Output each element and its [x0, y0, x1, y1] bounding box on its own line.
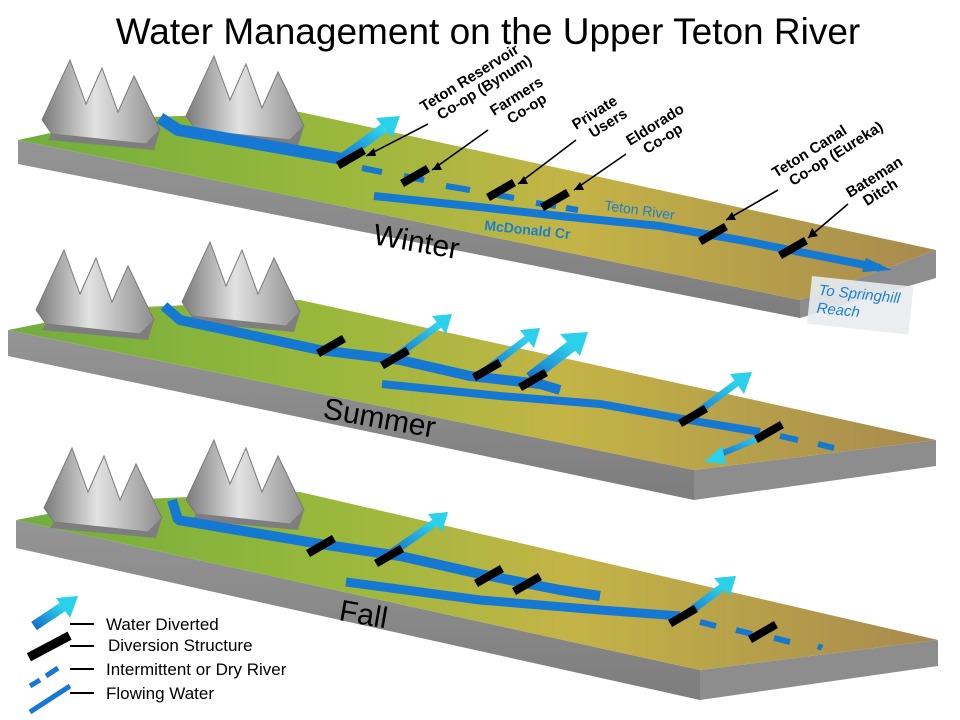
panel-fall: Fall	[16, 439, 938, 700]
legend-item-water-diverted: Water Diverted	[31, 596, 219, 634]
diversion-structures	[306, 535, 778, 643]
label-private-users: Private Users	[569, 92, 630, 141]
outflow-label-box: To Springhill Reach	[806, 276, 914, 335]
flowing-water-tributary	[381, 380, 761, 436]
diagram-title: Water Management on the Upper Teton Rive…	[116, 11, 861, 52]
flowing-water	[167, 498, 601, 601]
slab-top-ground	[8, 300, 936, 470]
diversion-structures	[316, 335, 784, 443]
legend: Water Diverted Diversion Structure Inter…	[26, 596, 287, 715]
season-label-fall: Fall	[337, 594, 390, 635]
intermittent-river	[779, 433, 835, 451]
mountains-left-icon	[43, 447, 163, 539]
flowing-water-main	[373, 192, 881, 272]
water-diverted-arrow-icon	[31, 596, 78, 631]
label-eldorado-coop: Eldorado Co-op	[623, 101, 687, 158]
slab-side-end	[700, 640, 938, 700]
legend-item-diversion-structure: Diversion Structure	[26, 631, 253, 662]
diversion-structures	[336, 147, 808, 259]
water-diverted-arrow	[337, 123, 387, 165]
slab-side-end	[694, 440, 936, 500]
flowing-water	[160, 302, 562, 395]
legend-label: Flowing Water	[106, 684, 214, 703]
legend-label: Intermittent or Dry River	[106, 660, 287, 679]
legend-label: Diversion Structure	[108, 636, 253, 655]
mountains-right-icon	[181, 241, 301, 333]
mountains-left-icon	[41, 59, 161, 151]
intermittent-river-icon	[28, 665, 60, 689]
slab-side-front	[16, 520, 700, 700]
slab-side-front	[18, 140, 800, 318]
legend-item-flowing-water: Flowing Water	[28, 683, 214, 715]
river-outflow-arrowhead	[862, 258, 892, 272]
svg-text:Reach: Reach	[816, 300, 861, 321]
diversion-structure-icon	[26, 631, 72, 662]
panel-winter: Teton Reservoir Co-op (Bynum) Farmers Co…	[18, 41, 936, 335]
mountains-left-icon	[35, 249, 155, 341]
water-diverted-arrowhead	[376, 116, 400, 138]
mountains-right-icon	[185, 439, 305, 531]
legend-label: Water Diverted	[106, 615, 219, 634]
slab-side-front	[8, 330, 694, 500]
intermittent-river	[699, 619, 824, 651]
flowing-water	[156, 113, 350, 166]
diversion-label-arrowheads	[366, 148, 818, 238]
label-bateman-ditch: Bateman Ditch	[843, 153, 906, 209]
flowing-water-icon	[28, 683, 72, 715]
legend-item-intermittent: Intermittent or Dry River	[28, 660, 287, 689]
flowing-water-tributary	[345, 577, 681, 621]
